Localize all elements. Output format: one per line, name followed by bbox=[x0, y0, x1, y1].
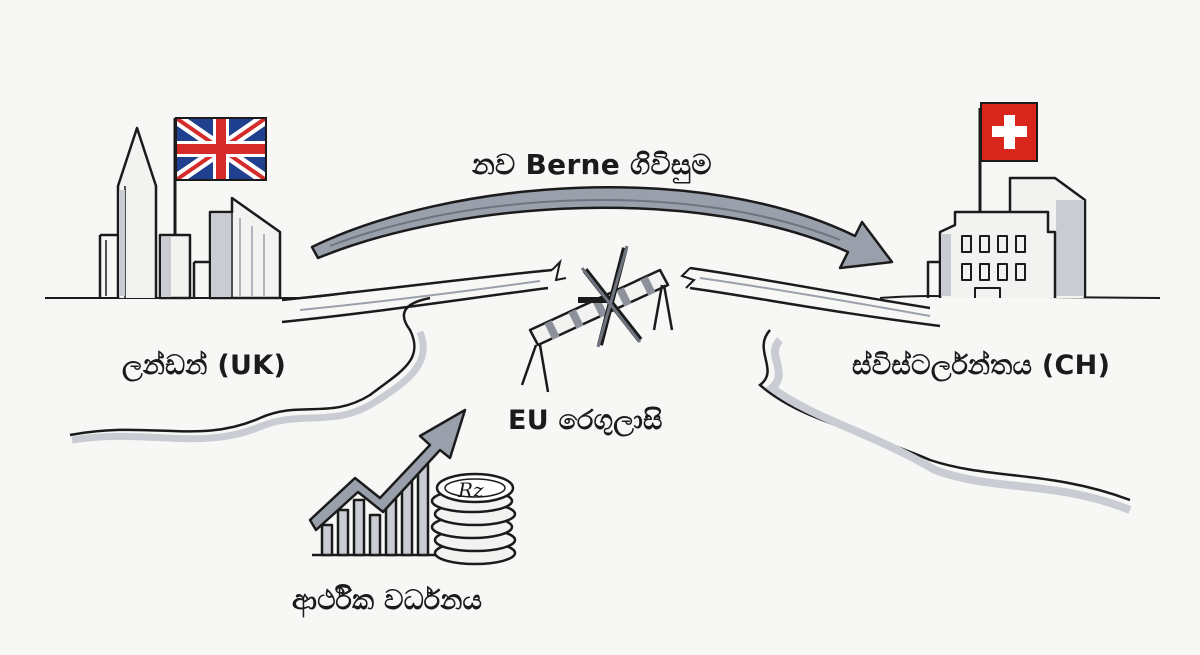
coastline-right bbox=[758, 329, 1132, 514]
coin-stack-icon bbox=[430, 472, 517, 566]
ground-line-right bbox=[879, 294, 1161, 299]
eu-regulations-label: EU රෙගුලාසි bbox=[508, 405, 663, 436]
london-label: ලන්ඩන් (UK) bbox=[122, 350, 287, 381]
agreement-label: නව Berne ගිවිසුම bbox=[472, 148, 712, 181]
barrier-icon bbox=[520, 245, 674, 393]
swiss-building bbox=[926, 108, 1087, 298]
coin-symbol: Rz bbox=[458, 478, 484, 502]
swiss-flag-icon bbox=[980, 102, 1038, 162]
agreement-arrow bbox=[310, 186, 894, 270]
growth-arrow-icon bbox=[308, 408, 467, 557]
uk-flag-icon bbox=[175, 117, 267, 181]
coastline-left bbox=[69, 296, 431, 444]
economic-growth-label: ආර්ථික වර්ධනය bbox=[292, 585, 483, 616]
london-skyline bbox=[98, 118, 282, 300]
switzerland-label: ස්විස්ටර්ලන්තය (CH) bbox=[852, 350, 1111, 381]
bridge-road bbox=[281, 258, 941, 328]
